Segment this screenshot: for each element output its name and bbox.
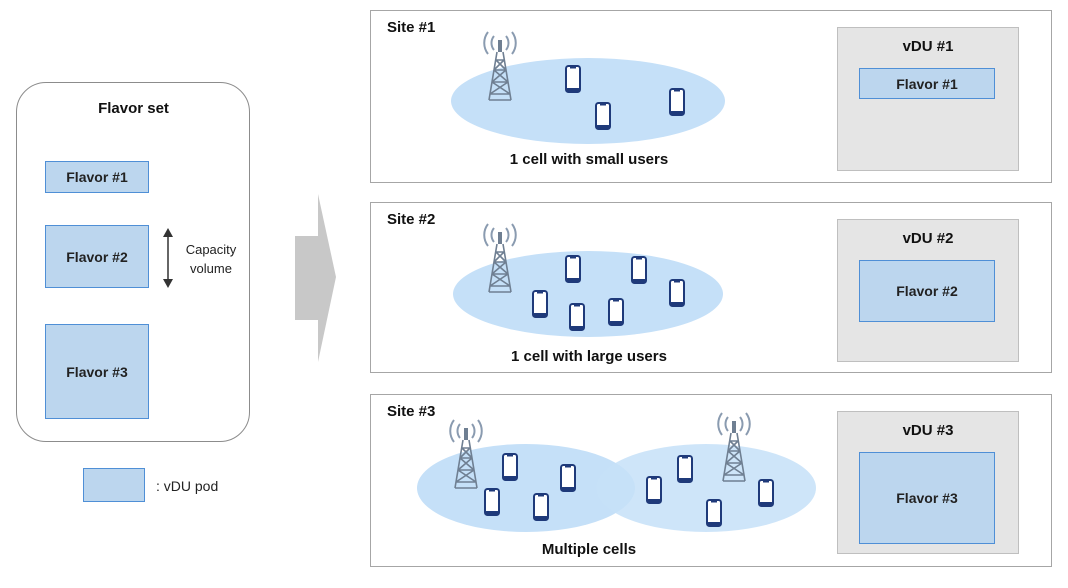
vdu-1-flavor-pod: Flavor #1 xyxy=(859,68,995,99)
smartphone-icon xyxy=(706,499,722,527)
flavor-1-pod: Flavor #1 xyxy=(45,161,149,193)
vdu-1-flavor-label: Flavor #1 xyxy=(896,75,958,92)
site-1-label: Site #1 xyxy=(387,19,436,36)
flavor-3-label: Flavor #3 xyxy=(66,363,128,380)
site-2-cell-coverage xyxy=(453,251,723,337)
flavor-3-pod: Flavor #3 xyxy=(45,324,149,419)
vdu-2-title: vDU #2 xyxy=(902,230,954,247)
capacity-volume-label: Capacity volume xyxy=(180,240,242,278)
smartphone-icon xyxy=(484,488,500,516)
flavor-2-pod: Flavor #2 xyxy=(45,225,149,288)
flavor-1-label: Flavor #1 xyxy=(66,169,128,185)
smartphone-icon xyxy=(532,290,548,318)
site-3-label: Site #3 xyxy=(387,403,436,420)
vdu-2-flavor-pod: Flavor #2 xyxy=(859,260,995,322)
vdu-2-box: vDU #2 Flavor #2 xyxy=(837,219,1019,362)
vdu-3-title: vDU #3 xyxy=(902,422,954,439)
smartphone-icon xyxy=(758,479,774,507)
volume-word: volume xyxy=(190,261,232,276)
smartphone-icon xyxy=(669,88,685,116)
smartphone-icon xyxy=(677,455,693,483)
smartphone-icon xyxy=(646,476,662,504)
vdu-2-flavor-label: Flavor #2 xyxy=(896,283,958,299)
vdu-3-box: vDU #3 Flavor #3 xyxy=(837,411,1019,554)
legend-pod-swatch xyxy=(83,468,145,502)
site-1-cell-coverage xyxy=(451,58,725,144)
capacity-word: Capacity xyxy=(185,242,237,257)
smartphone-icon xyxy=(569,303,585,331)
vdu-1-title: vDU #1 xyxy=(902,38,954,55)
smartphone-icon xyxy=(631,256,647,284)
smartphone-icon xyxy=(533,493,549,521)
site-3-cell-a-coverage xyxy=(417,444,635,532)
smartphone-icon xyxy=(608,298,624,326)
vdu-3-flavor-pod: Flavor #3 xyxy=(859,452,995,544)
legend-label: : vDU pod xyxy=(156,478,219,494)
site-1-caption: 1 cell with small users xyxy=(509,151,669,168)
smartphone-icon xyxy=(565,65,581,93)
site-3-caption: Multiple cells xyxy=(541,541,637,558)
vdu-1-box: vDU #1 Flavor #1 xyxy=(837,27,1019,171)
vdu-3-flavor-label: Flavor #3 xyxy=(896,490,958,506)
right-arrow-icon xyxy=(295,194,336,362)
flavor-2-label: Flavor #2 xyxy=(66,248,128,265)
site-2-label: Site #2 xyxy=(387,211,436,228)
smartphone-icon xyxy=(502,453,518,481)
flavor-set-title: Flavor set xyxy=(98,100,169,117)
double-arrow-icon xyxy=(163,228,173,288)
smartphone-icon xyxy=(565,255,581,283)
smartphone-icon xyxy=(560,464,576,492)
smartphone-icon xyxy=(669,279,685,307)
smartphone-icon xyxy=(595,102,611,130)
site-3-cell-b-coverage xyxy=(596,444,816,532)
site-2-caption: 1 cell with large users xyxy=(511,348,667,365)
